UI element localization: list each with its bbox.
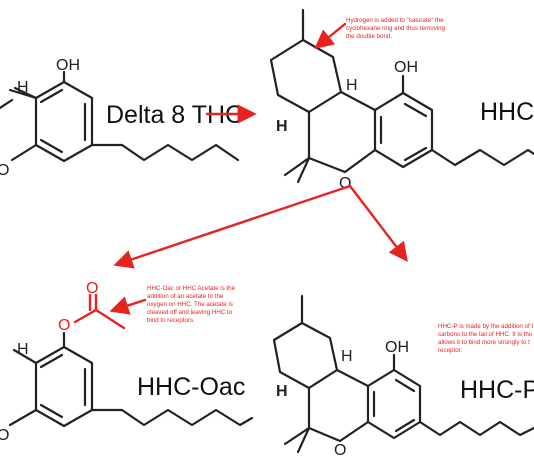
hhc-h-bottom-label: H <box>276 118 288 135</box>
svg-text:oxygen on HHC. The acetate is: oxygen on HHC. The acetate is <box>147 301 233 308</box>
svg-text:cyclohexane ring and thus remo: cyclohexane ring and thus removing <box>346 25 446 32</box>
svg-text:cleaved off and leaving HHC to: cleaved off and leaving HHC to <box>147 309 233 316</box>
hhc-name: HHC <box>480 98 534 126</box>
svg-text:receptor.: receptor. <box>438 347 462 354</box>
delta8-oh-label: OH <box>56 57 80 74</box>
svg-text:bind to receptors.: bind to receptors. <box>147 317 195 324</box>
hhc-oac-h-label: H <box>17 341 29 358</box>
hhc-h-top-label: H <box>346 77 358 94</box>
svg-text:addition of an acetate to the: addition of an acetate to the <box>147 293 224 300</box>
svg-text:Hydrogen is added to "saturate: Hydrogen is added to "saturate" the <box>346 17 444 24</box>
hhc-oac-structure <box>8 293 254 428</box>
svg-text:HHC-P is made by the addition: HHC-P is made by the addition of t <box>438 323 533 330</box>
hhc-p-h-top-label: H <box>341 348 353 365</box>
acetate-note: HHC-Oac or HHC Acetate is the addition o… <box>147 285 236 324</box>
hhc-p-o-label: O <box>334 442 346 459</box>
hhcp-note: HHC-P is made by the addition of t carbo… <box>438 323 533 354</box>
hhc-oac-ester-o-label: O <box>58 317 70 334</box>
hhc-p-structure <box>272 294 534 454</box>
delta8-o-label: O <box>0 162 9 179</box>
acetate-note-arrow <box>109 296 147 315</box>
hhc-oh-label: OH <box>394 59 418 76</box>
hhc-p-name: HHC-P <box>460 376 534 404</box>
svg-text:HHC-Oac or HHC Acetate is the: HHC-Oac or HHC Acetate is the <box>147 285 236 292</box>
svg-text:the double bond.: the double bond. <box>346 33 392 40</box>
conversion-arrow-hhc-to-oac <box>113 184 352 269</box>
delta8-thc-structure <box>0 70 240 163</box>
delta8-h-label: H <box>17 79 29 96</box>
svg-text:carbons to the tail of HHC. It: carbons to the tail of HHC. It is tho <box>438 331 533 338</box>
hhc-oac-o-label: O <box>0 427 9 444</box>
hhc-p-oh-label: OH <box>385 339 409 356</box>
conversion-arrow-hhc-to-hhcp <box>348 184 408 262</box>
hhc-oac-carbonyl-o-label: O <box>86 280 98 297</box>
svg-text:allows it to bind more strongl: allows it to bind more strongly to t <box>438 339 530 346</box>
hhc-structure <box>269 8 534 184</box>
hydrogen-note: Hydrogen is added to "saturate" the cycl… <box>346 17 446 40</box>
hhc-oac-name: HHC-Oac <box>137 373 245 401</box>
hydrogen-note-arrow <box>314 22 347 50</box>
hhc-p-h-bottom-label: H <box>276 383 288 400</box>
